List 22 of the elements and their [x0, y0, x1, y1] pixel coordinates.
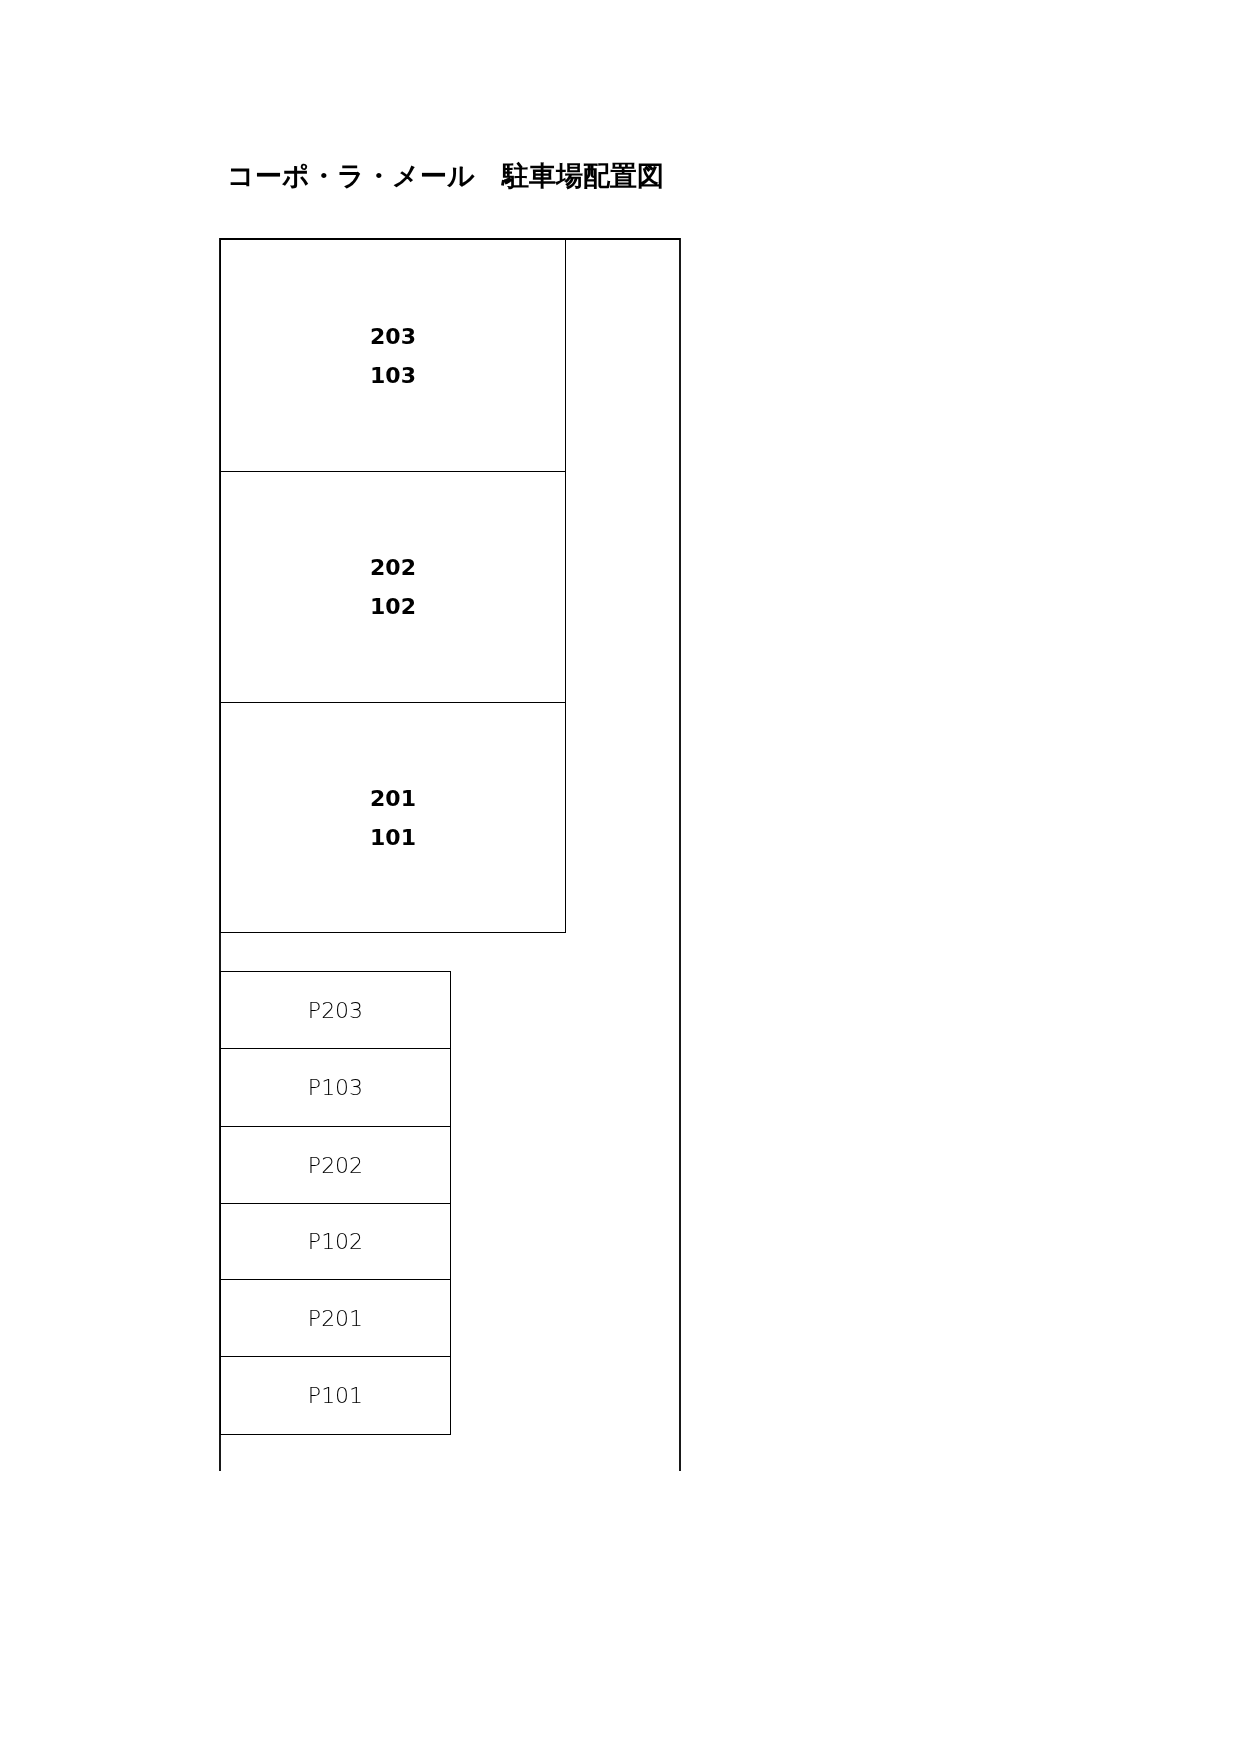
room-number: 103	[370, 361, 416, 390]
title: コーポ・ラ・メール 駐車場配置図	[227, 159, 664, 193]
space-number: P102	[307, 1229, 364, 1255]
parking-space	[220, 1279, 451, 1358]
room-number: 101	[370, 823, 416, 852]
room-number: 203	[370, 322, 416, 351]
space-number: P203	[307, 997, 364, 1023]
building-box	[220, 702, 566, 933]
room-number: 102	[370, 593, 416, 621]
building-box	[220, 471, 566, 703]
room-number: 202	[370, 554, 416, 582]
parking-space	[220, 971, 451, 1050]
parking-space	[220, 1356, 451, 1435]
building-box	[220, 239, 566, 472]
space-number: P103	[307, 1075, 364, 1101]
parking-space	[220, 1203, 451, 1281]
space-number: P202	[307, 1152, 364, 1178]
room-number: 201	[370, 784, 416, 813]
parking-space	[220, 1048, 451, 1128]
parking-space	[220, 1126, 451, 1205]
space-number: P101	[307, 1382, 364, 1408]
space-number: P201	[307, 1305, 364, 1331]
